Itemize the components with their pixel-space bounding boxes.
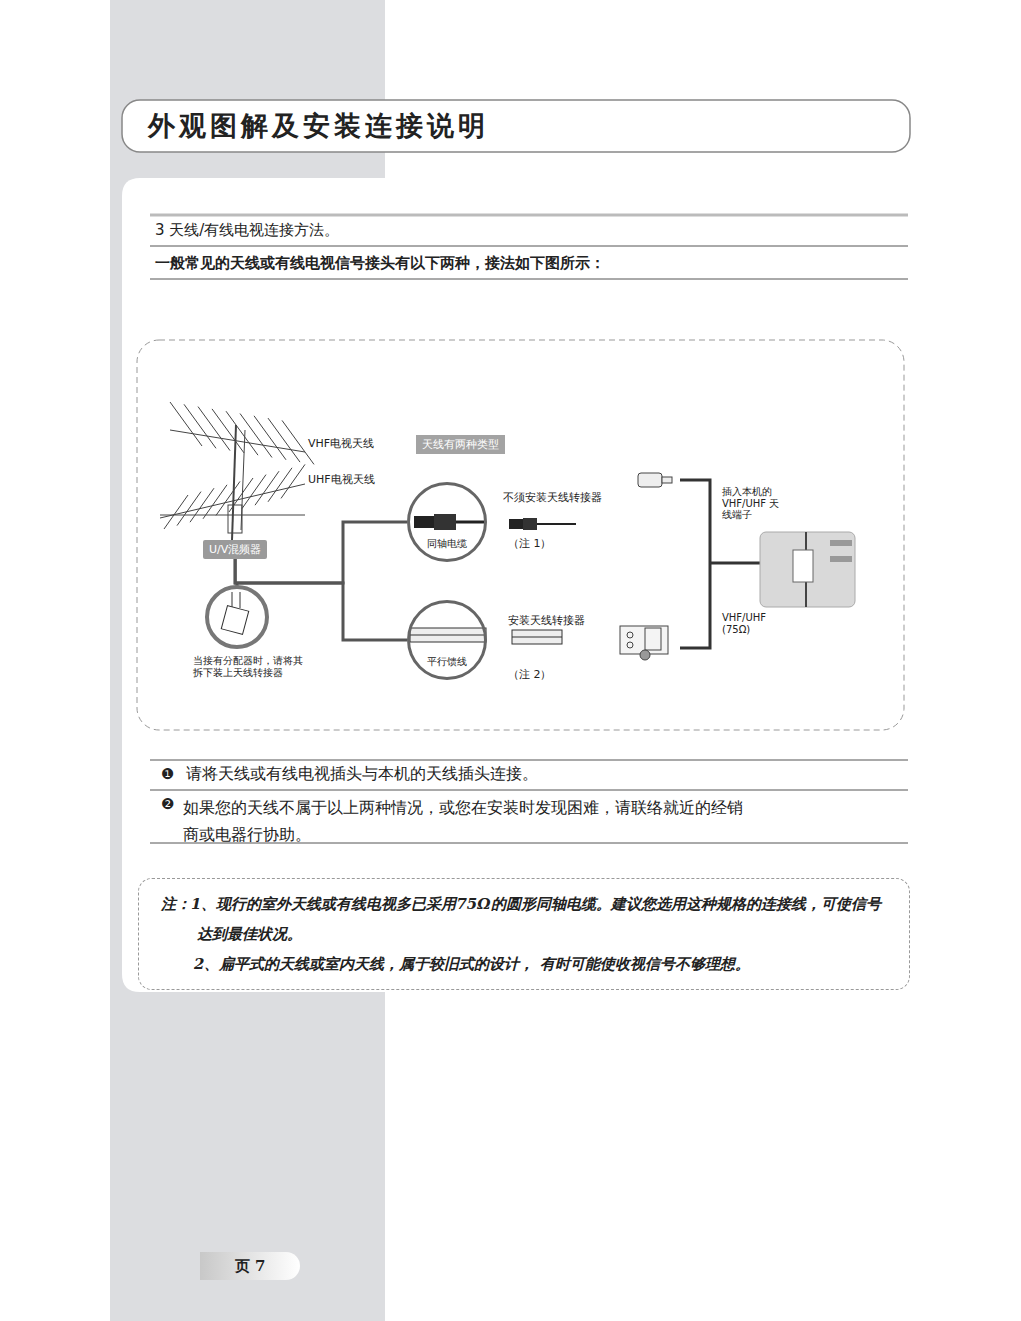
bullet-text: 请将天线或有线电视插头与本机的天线插头连接。 [186,764,538,785]
part-label: UHF电视天线 [308,473,375,487]
coax-plug [509,518,576,530]
splitter-circle [207,587,267,647]
note-box: 注：1、现行的室外天线或有线电视多已采用75Ω的圆形同轴电缆。建议您选用这种规格… [138,878,910,990]
feeder [512,630,562,644]
mixer-box: U/V混频器 [203,540,267,559]
note-text: 注：1、现行的室外天线或有线电视多已采用75Ω的圆形同轴电缆。建议您选用这种规格… [161,889,893,949]
title: 外观图解及安装连接说明 [148,108,489,144]
connector [235,559,407,640]
feeder-circle: 平行馈线 [407,600,487,680]
plug-icon [638,473,672,487]
bullet-text: 如果您的天线不属于以上两种情况，或您在安装时发现困难，请联络就近的经销商或电器行… [183,794,743,848]
coax-circle: 同轴电缆 [407,482,487,562]
part-label: 不须安装天线转接器 [503,491,602,505]
rule [150,279,908,280]
content-panel [122,178,910,992]
rule [150,246,908,247]
bullet-number: ❷ [161,795,174,815]
diagram-frame [137,340,904,730]
terminal-label: 插入本机的 VHF/UHF 天线端子 [722,486,784,521]
node-text: 平行馈线 [410,655,484,669]
adapter-icon [620,626,668,660]
node-text: 同轴电缆 [410,537,484,551]
feeder [410,628,486,642]
node-text: U/V混频器 [209,542,261,557]
terminal-label: VHF/UHF (75Ω) [722,612,778,635]
intro-text: 一般常见的天线或有线电视信号接头有以下两种，接法如下图所示： [155,254,605,274]
page-number-pill: 页 7 [200,1252,300,1280]
note-text: 2、扁平式的天线或室内天线，属于较旧式的设计， 有时可能使收视信号不够理想。 [161,949,893,979]
note-ref: （注 1） [508,537,552,551]
part-label: 安装天线转接器 [508,614,585,628]
part-label: VHF电视天线 [308,437,374,451]
instruction-label: 当接有分配器时，请将其拆下装上天线转接器 [193,655,307,679]
circle-fill [408,483,486,561]
node-text: 页 7 [200,1252,300,1280]
tv-terminal [760,532,855,607]
note-ref: （注 2） [508,668,552,682]
rule [150,760,908,761]
node-text: 天线有两种类型 [422,437,499,452]
title-box [122,100,910,152]
adapter-icon [221,592,248,634]
rule [150,790,908,791]
antenna [160,402,314,540]
bullet-number: ❶ [161,765,174,785]
circle-fill [408,601,486,679]
rule [150,214,908,217]
section-heading: 3 天线/有线电视连接方法。 [155,221,339,241]
coax-plug [414,514,484,530]
type-label-box: 天线有两种类型 [416,435,505,454]
